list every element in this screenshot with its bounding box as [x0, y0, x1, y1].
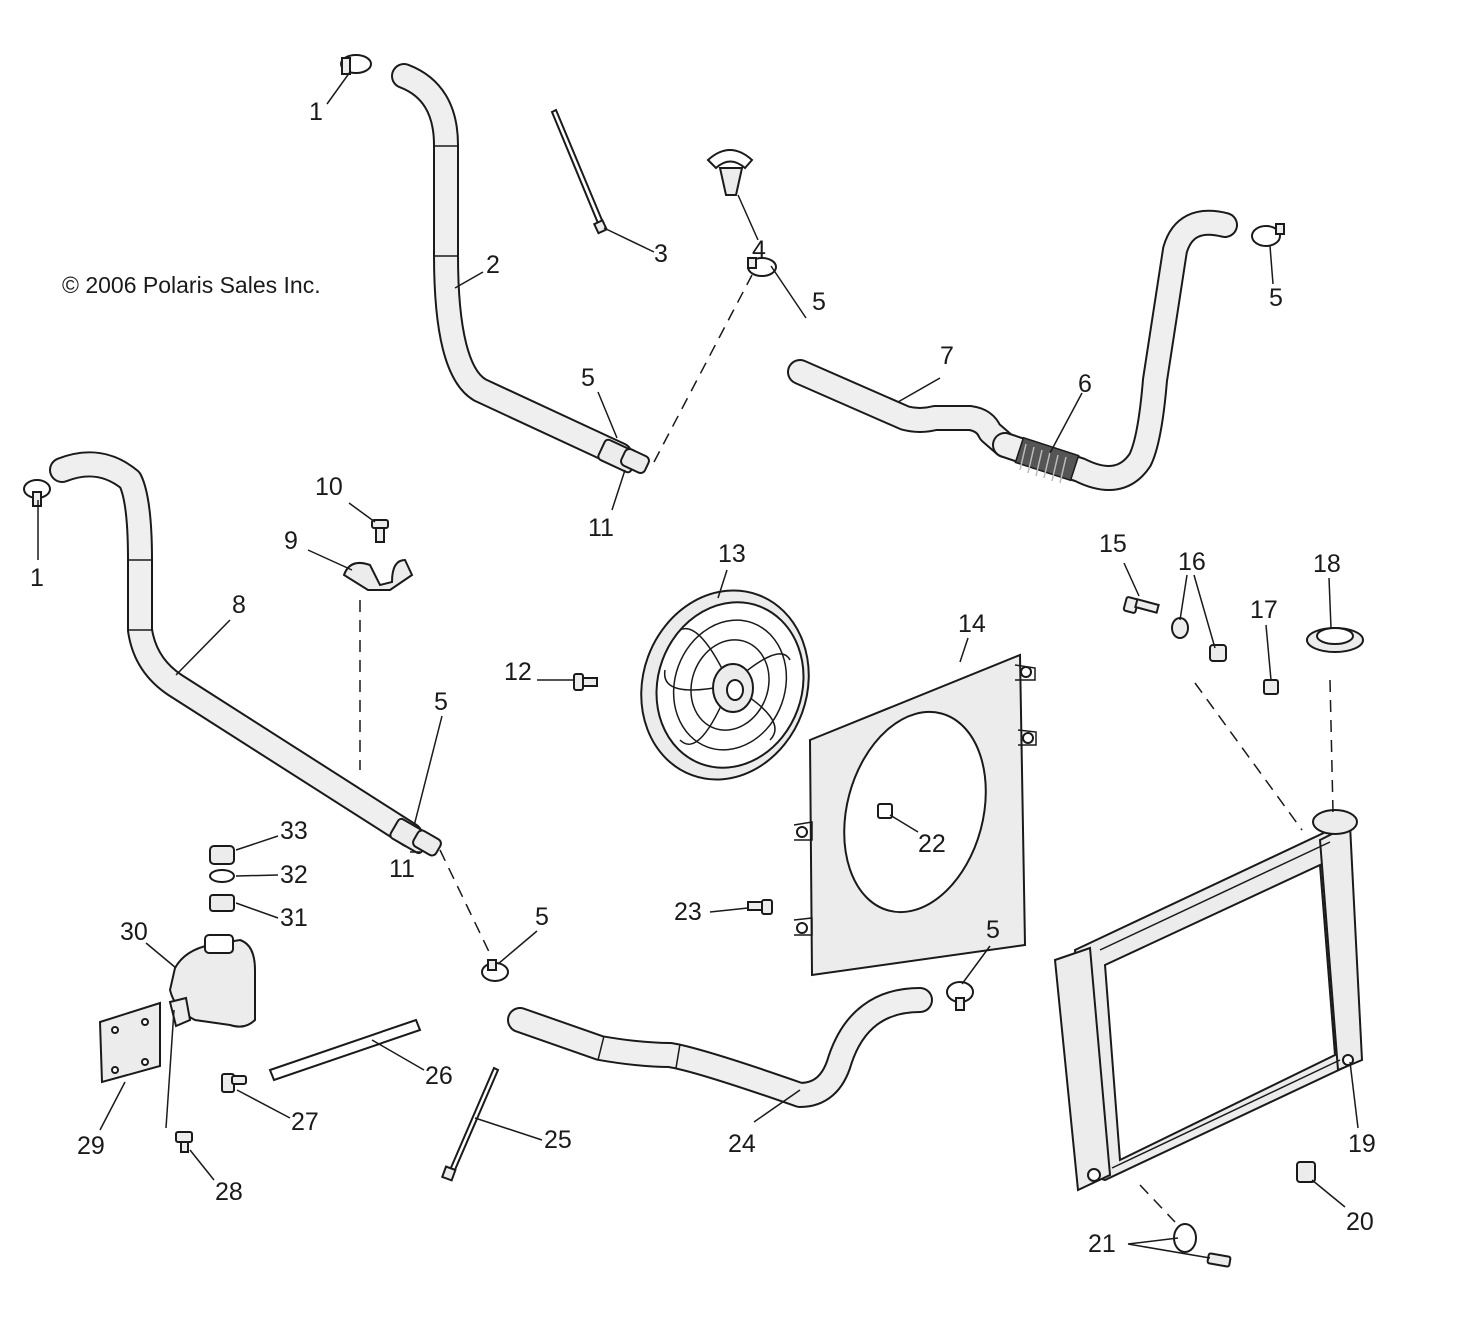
callout-7: 7 — [940, 342, 954, 370]
callout-6: 6 — [1078, 370, 1092, 398]
callout-15: 15 — [1099, 530, 1127, 558]
hose-bracket-9-icon — [342, 558, 414, 591]
mounting-pad-29-icon — [98, 1001, 161, 1084]
o-ring-32-icon — [209, 869, 235, 883]
callout-1: 1 — [309, 98, 323, 126]
callout-11: 11 — [389, 855, 415, 883]
washer-16-icon — [1171, 617, 1189, 639]
callout-3: 3 — [654, 240, 668, 268]
hose-24-icon — [507, 987, 933, 1108]
hose-26-icon — [268, 1018, 422, 1082]
callout-33: 33 — [280, 817, 308, 845]
cooling-fan-icon — [640, 589, 810, 781]
callout-11: 11 — [588, 514, 614, 542]
elbow-fitting-27-icon — [221, 1073, 247, 1093]
radiator-icon — [1053, 809, 1364, 1192]
radiator-cap-18-icon — [1306, 627, 1364, 653]
callout-4: 4 — [752, 236, 766, 264]
callout-2: 2 — [486, 251, 500, 279]
bolt-15-icon — [1122, 596, 1160, 614]
neck-31-icon — [209, 894, 235, 912]
callout-22: 22 — [918, 830, 946, 858]
callout-13: 13 — [718, 540, 746, 568]
callout-20: 20 — [1346, 1208, 1374, 1236]
callout-27: 27 — [291, 1108, 319, 1136]
hose-clamp-icon — [747, 257, 777, 277]
callout-16: 16 — [1178, 548, 1206, 576]
callout-12: 12 — [504, 658, 532, 686]
spacer-17-icon — [1263, 679, 1279, 695]
callout-5: 5 — [535, 903, 549, 931]
copyright-text: © 2006 Polaris Sales Inc. — [62, 272, 321, 298]
callout-30: 30 — [120, 918, 148, 946]
bolt-23-icon — [747, 899, 773, 915]
coolant-reservoir-icon — [168, 934, 256, 1028]
push-rivet-4-icon — [706, 149, 754, 196]
clip-nut-22-icon — [877, 803, 893, 819]
hose-clamp-icon — [340, 54, 372, 75]
hose-8-icon — [49, 451, 442, 857]
hose-7-icon — [787, 359, 1018, 458]
callout-8: 8 — [232, 591, 246, 619]
callout-5: 5 — [812, 288, 826, 316]
hose-2-icon — [391, 63, 650, 475]
callout-labels: 1 1 2 3 4 5 5 5 5 5 5 6 7 8 9 10 11 11 1… — [30, 98, 1376, 1258]
hose-clamp-icon — [481, 959, 509, 982]
fan-shroud-icon — [793, 653, 1037, 977]
callout-32: 32 — [280, 861, 308, 889]
drain-fitting-21-icon — [1173, 1223, 1232, 1268]
bolt-10-icon — [371, 519, 389, 543]
callout-9: 9 — [284, 527, 298, 555]
hose-6-icon — [992, 209, 1238, 491]
callout-18: 18 — [1313, 550, 1341, 578]
callout-5: 5 — [581, 364, 595, 392]
callout-1: 1 — [30, 564, 44, 592]
callout-21: 21 — [1088, 1230, 1116, 1258]
cable-tie-3-icon — [550, 108, 608, 235]
callout-17: 17 — [1250, 596, 1278, 624]
callout-24: 24 — [728, 1130, 756, 1158]
nut-16-icon — [1209, 644, 1227, 662]
cable-tie-25-icon — [440, 1066, 500, 1182]
callout-31: 31 — [280, 904, 308, 932]
callout-5: 5 — [986, 916, 1000, 944]
hose-clamp-icon — [23, 479, 51, 507]
leader-lines — [37, 71, 1359, 1259]
callout-5: 5 — [434, 688, 448, 716]
callout-10: 10 — [315, 473, 343, 501]
callout-25: 25 — [544, 1126, 572, 1154]
callout-28: 28 — [215, 1178, 243, 1206]
bolt-12-icon — [573, 673, 598, 691]
hose-clamp-icon — [1251, 223, 1285, 247]
reservoir-cap-33-icon — [209, 845, 235, 865]
callout-14: 14 — [958, 610, 986, 638]
callout-23: 23 — [674, 898, 702, 926]
assembly-lines — [359, 274, 1334, 1223]
drain-plug-20-icon — [1296, 1161, 1316, 1183]
callout-19: 19 — [1348, 1130, 1376, 1158]
callout-29: 29 — [77, 1132, 105, 1160]
screw-28-icon — [175, 1131, 193, 1153]
hose-clamp-icon — [946, 981, 974, 1011]
callout-5: 5 — [1269, 284, 1283, 312]
callout-26: 26 — [425, 1062, 453, 1090]
